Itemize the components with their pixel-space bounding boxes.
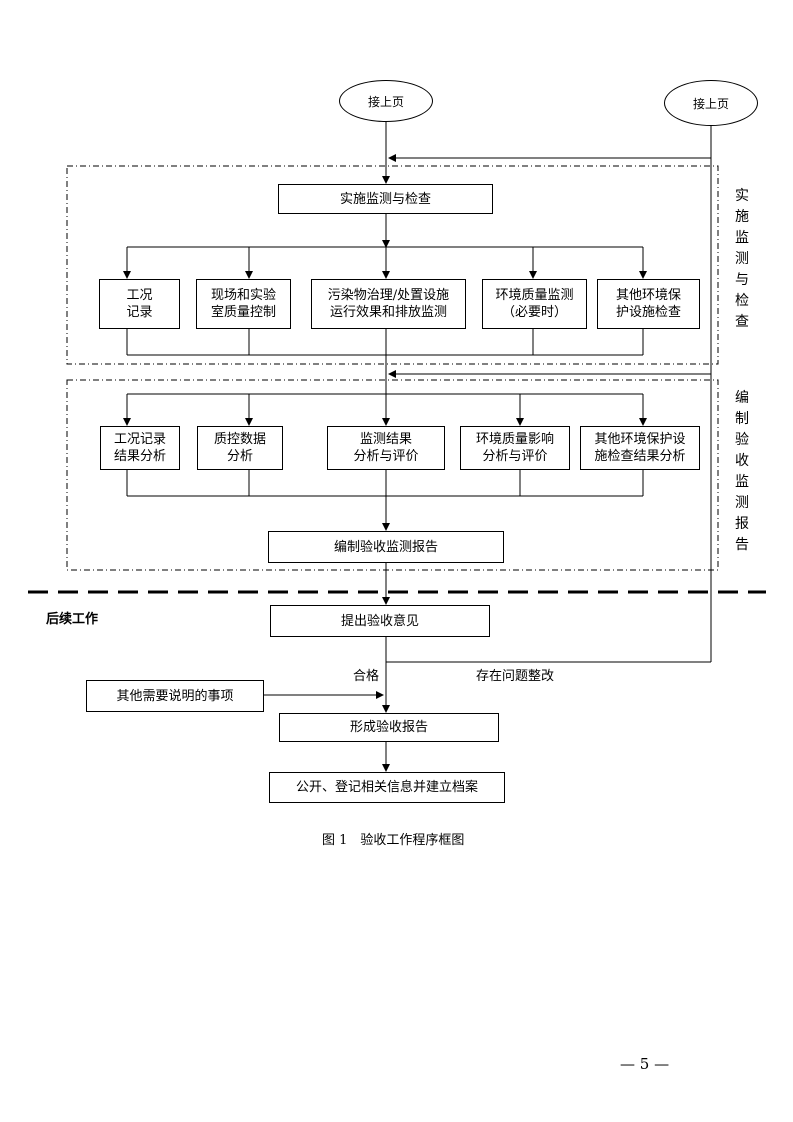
quality-control-box: 现场和实验 室质量控制: [196, 279, 291, 329]
start-node-right: 接上页: [664, 80, 758, 126]
condition-record-box: 工况 记录: [99, 279, 180, 329]
rectify-label: 存在问题整改: [476, 669, 555, 684]
other-facility-check-box: 其他环境保 护设施检查: [597, 279, 700, 329]
env-impact-box: 环境质量影响 分析与评价: [460, 426, 570, 470]
section2-frame: [66, 379, 719, 571]
monitor-result-box: 监测结果 分析与评价: [327, 426, 445, 470]
acceptance-opinion-box: 提出验收意见: [270, 605, 490, 637]
other-matters-box: 其他需要说明的事项: [86, 680, 264, 712]
compile-report-box: 编制验收监测报告: [268, 531, 504, 563]
section1-side-label: 实 施 监 测 与 检 查: [735, 188, 749, 330]
figure-caption: 图 1 验收工作程序框图: [322, 833, 465, 848]
page-number: — 5 —: [620, 1055, 670, 1073]
section2-side-label: 编 制 验 收 监 测 报 告: [735, 390, 749, 553]
monitor-inspect-box: 实施监测与检查: [278, 184, 493, 214]
env-quality-monitor-box: 环境质量监测 （必要时）: [482, 279, 587, 329]
other-facility-analysis-box: 其他环境保护设 施检查结果分析: [580, 426, 700, 470]
followup-label: 后续工作: [46, 612, 99, 627]
publish-archive-box: 公开、登记相关信息并建立档案: [269, 772, 505, 803]
pollution-facility-box: 污染物治理/处置设施 运行效果和排放监测: [311, 279, 466, 329]
condition-analysis-box: 工况记录 结果分析: [100, 426, 180, 470]
acceptance-report-box: 形成验收报告: [279, 713, 499, 742]
start-node-main: 接上页: [339, 80, 433, 122]
section1-frame: [66, 165, 719, 365]
qc-data-analysis-box: 质控数据 分析: [197, 426, 283, 470]
pass-label: 合格: [353, 669, 380, 684]
